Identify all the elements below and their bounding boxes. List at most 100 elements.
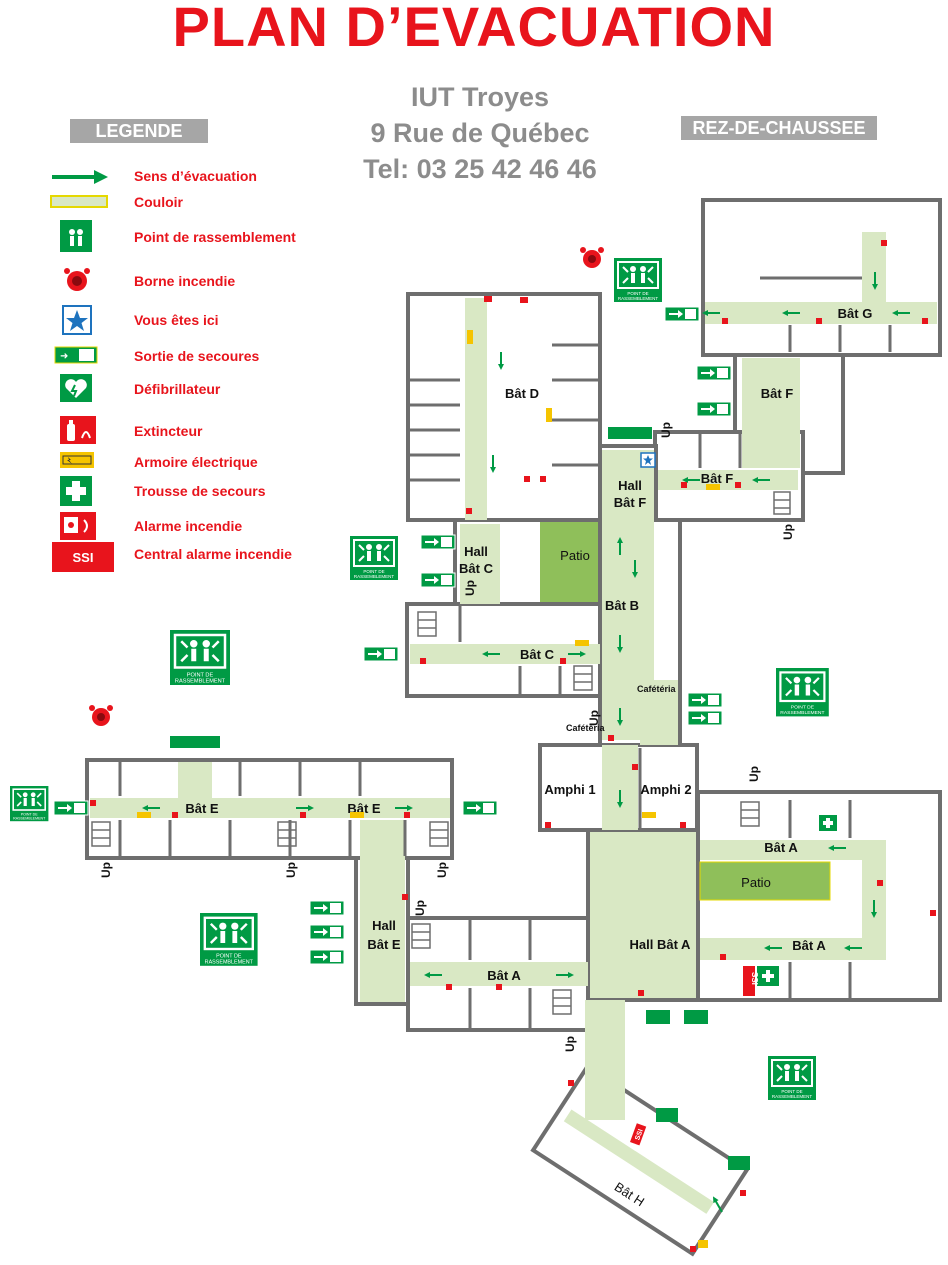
- emergency-exit-icon: [309, 949, 345, 965]
- svg-text:POINT DE: POINT DE: [216, 953, 242, 959]
- label-cafeteria-2: Cafétéria: [566, 723, 606, 733]
- up-label: Up: [435, 862, 449, 878]
- legend-label-ssi: Central alarme incendie: [134, 546, 292, 562]
- emergency-exit-icon: [608, 427, 652, 439]
- label-bat-d: Bât D: [505, 386, 539, 401]
- label-hall-c-1: Hall: [464, 544, 488, 559]
- extinguisher-markers: [90, 240, 936, 1252]
- patio-top: [540, 522, 598, 602]
- legend-label-defib: Défibrillateur: [134, 381, 221, 397]
- room-dividers: [118, 276, 892, 1028]
- label-amphi-1: Amphi 1: [544, 782, 595, 797]
- ssi-icon: SSI: [630, 1123, 647, 1146]
- first-aid-kit-icon: [819, 815, 837, 831]
- emergency-exit-icon: [170, 736, 220, 748]
- svg-text:RASSEMBLEMENT: RASSEMBLEMENT: [205, 959, 254, 965]
- emergency-exit-icon: [420, 534, 456, 550]
- legend-label-electrical: Armoire électrique: [134, 454, 258, 470]
- page-title: PLAN D’EVACUATION: [172, 0, 776, 58]
- up-label: Up: [659, 422, 673, 438]
- electrical-cabinets: [137, 330, 720, 1248]
- emergency-exit-icon: ➜: [54, 346, 98, 364]
- up-labels: Up Up Up Up Up Up Up Up Up Up: [99, 422, 795, 1052]
- emergency-exit-icon: [728, 1156, 750, 1170]
- patio-bat-a: [699, 861, 831, 901]
- svg-text:POINT DE: POINT DE: [781, 1089, 802, 1094]
- svg-text:RASSEMBLEMENT: RASSEMBLEMENT: [354, 574, 395, 579]
- emergency-exit-icon: [656, 1108, 678, 1122]
- address-line-3: Tel: 03 25 42 46 46: [363, 154, 597, 184]
- emergency-exit-icon: [696, 365, 732, 381]
- legend-label-exit: Sortie de secoures: [134, 348, 260, 364]
- emergency-exit-icon: [420, 572, 456, 588]
- label-hall-e-1: Hall: [372, 918, 396, 933]
- label-hall-f-2: Bât F: [614, 495, 647, 510]
- evacuation-arrow-icon: [52, 170, 108, 184]
- emergency-exit-icon: [462, 800, 498, 816]
- legend-label-firstaid: Trousse de secours: [134, 483, 266, 499]
- legend-label-corridor: Couloir: [134, 194, 183, 210]
- svg-text:RASSEMBLEMENT: RASSEMBLEMENT: [618, 296, 659, 301]
- label-cafeteria-1: Cafétéria: [637, 684, 677, 694]
- label-hall-f-1: Hall: [618, 478, 642, 493]
- up-label: Up: [781, 524, 795, 540]
- fire-hydrant-icon: [580, 247, 604, 268]
- emergency-exit-icon: [664, 306, 700, 322]
- up-label: Up: [747, 766, 761, 782]
- svg-text:POINT DE: POINT DE: [791, 705, 815, 711]
- emergency-exit-icon: [687, 692, 723, 708]
- up-label: Up: [563, 1036, 577, 1052]
- ssi-icon: SSI: [743, 966, 759, 996]
- address-line-1: IUT Troyes: [410, 82, 550, 112]
- svg-text:SSI: SSI: [634, 1128, 644, 1141]
- emergency-exit-icon: [696, 401, 732, 417]
- label-bat-a-mid: Bât A: [792, 938, 826, 953]
- label-bat-f-mid: Bât F: [701, 471, 734, 486]
- emergency-exit-icon: [53, 800, 89, 816]
- label-patio-a: Patio: [741, 875, 771, 890]
- electrical-cabinet-icon: [60, 452, 94, 468]
- up-label: Up: [99, 862, 113, 878]
- first-aid-kit-icon: [60, 476, 92, 506]
- legend-title: LEGENDE: [70, 119, 208, 143]
- label-hall-c-2: Bât C: [459, 561, 494, 576]
- address-line-2: 9 Rue de Québec: [370, 118, 590, 148]
- label-bat-a-top: Bât A: [764, 840, 798, 855]
- fire-alarm-icon: [60, 512, 96, 540]
- assembly-point-icon: POINT DE RASSEMBLEMENT: [774, 666, 830, 718]
- emergency-exit-icon: [363, 646, 399, 662]
- label-bat-c: Bât C: [520, 647, 555, 662]
- stairs: [91, 491, 791, 1015]
- label-patio-top: Patio: [560, 548, 590, 563]
- svg-text:POINT DE: POINT DE: [21, 813, 39, 817]
- label-bat-g: Bât G: [838, 306, 873, 321]
- floor-label: REZ-DE-CHAUSSEE: [681, 116, 877, 140]
- assembly-point-icon: POINT DE RASSEMBLEMENT: [613, 257, 663, 303]
- label-amphi-2: Amphi 2: [640, 782, 691, 797]
- svg-text:POINT DE: POINT DE: [187, 672, 214, 678]
- legend-label-extinguisher: Extincteur: [134, 423, 203, 439]
- emergency-exit-icon: [684, 1010, 708, 1024]
- label-bat-a-left: Bât A: [487, 968, 521, 983]
- up-label: Up: [587, 710, 601, 726]
- legend-label-here: Vous êtes ici: [134, 312, 219, 328]
- assembly-point-icon: [60, 220, 92, 252]
- corridors: [90, 232, 937, 1120]
- svg-text:POINT DE: POINT DE: [627, 291, 648, 296]
- assembly-point-icon: POINT DE RASSEMBLEMENT: [9, 785, 50, 823]
- assembly-points: POINT DE RASSEMBLEMENT POINT DE RASSEMBL…: [9, 257, 830, 1101]
- emergency-exit-icon: [687, 710, 723, 726]
- svg-text:RASSEMBLEMENT: RASSEMBLEMENT: [13, 817, 46, 821]
- fire-extinguisher-icon: [60, 416, 96, 444]
- legend-label-evacuation: Sens d’évacuation: [134, 168, 257, 184]
- legend-label-alarm: Alarme incendie: [134, 518, 243, 534]
- you-are-here-icon: [62, 305, 92, 335]
- assembly-point-icon: POINT DE RASSEMBLEMENT: [767, 1055, 817, 1101]
- label-bat-e-left: Bât E: [185, 801, 219, 816]
- svg-text:RASSEMBLEMENT: RASSEMBLEMENT: [175, 679, 226, 685]
- emergency-exit-icon: [309, 924, 345, 940]
- label-bat-b: Bât B: [605, 598, 639, 613]
- fire-hydrant-icon: [89, 705, 113, 726]
- bat-h-structure: [530, 1063, 750, 1257]
- ssi-icon: SSI: [52, 542, 114, 572]
